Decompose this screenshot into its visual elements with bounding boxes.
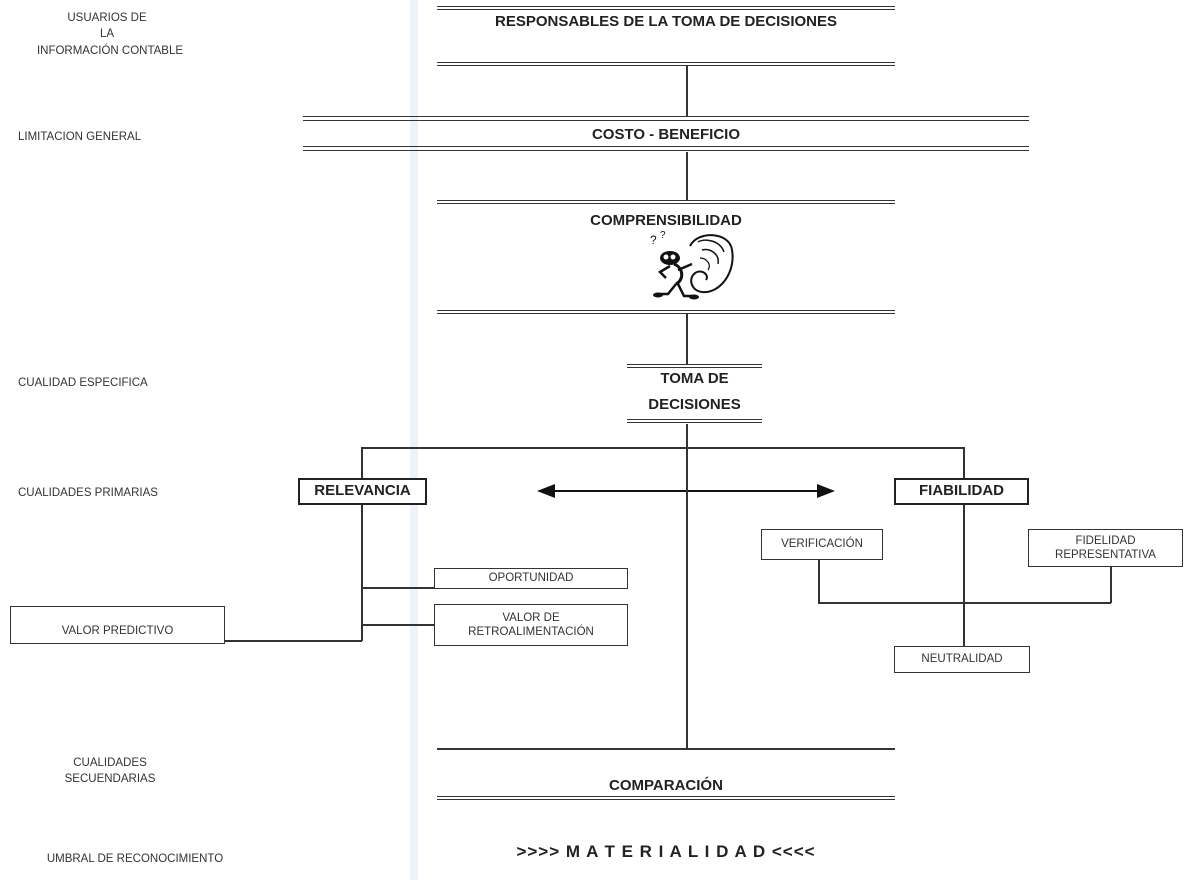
- node-oportunidad: OPORTUNIDAD: [434, 568, 628, 589]
- center-vertical-line: [686, 447, 688, 748]
- responsables-top-rule: [437, 6, 895, 10]
- connector-branch-relevancia: [361, 447, 363, 478]
- node-materialidad: >>>> M A T E R I A L I D A D <<<<: [516, 842, 816, 861]
- node-relevancia: RELEVANCIA: [298, 478, 427, 505]
- side-label-usuarios: USUARIOS DE LA: [67, 12, 147, 40]
- node-fiabilidad: FIABILIDAD: [894, 478, 1029, 505]
- svg-text:?: ?: [660, 230, 666, 241]
- side-label-secuendarias: SECUENDARIAS: [64, 773, 156, 785]
- side-label-umbral: UMBRAL DE RECONOCIMIENTO: [46, 853, 224, 865]
- node-toma-line2: DECISIONES: [648, 396, 741, 413]
- costo-top-rule: [303, 116, 1029, 121]
- node-neutralidad: NEUTRALIDAD: [894, 646, 1030, 673]
- valor-ret-line1: VALOR DE: [502, 611, 560, 624]
- verificacion-drop-line: [818, 560, 820, 603]
- responsables-bottom-rule: [437, 62, 895, 66]
- node-comparacion: COMPARACIÓN: [609, 777, 723, 794]
- fiabilidad-vertical-line: [963, 505, 965, 647]
- side-label-informacion: INFORMACIÓN CONTABLE: [36, 45, 184, 57]
- costo-bottom-rule: [303, 146, 1029, 151]
- fidelidad-drop-line: [1110, 567, 1112, 603]
- node-valor-retroalimentacion: VALOR DE RETROALIMENTACIÓN: [434, 604, 628, 646]
- valor-ret-line2: RETROALIMENTACIÓN: [468, 626, 594, 638]
- node-toma-line1: TOMA DE: [660, 370, 729, 387]
- toma-bottom-rule: [627, 419, 762, 423]
- node-costo-beneficio: COSTO - BENEFICIO: [591, 126, 741, 143]
- connector-oportunidad: [361, 587, 434, 589]
- node-fidelidad-representativa: FIDELIDAD REPRESENTATIVA: [1028, 529, 1183, 567]
- connector-costo-comprensibilidad: [686, 152, 688, 200]
- relevancia-vertical-line: [361, 505, 363, 641]
- node-valor-predictivo: VALOR PREDICTIVO: [10, 606, 225, 644]
- comparacion-top-rule: [437, 748, 895, 750]
- side-label-cualidad-especifica: CUALIDAD ESPECIFICA: [18, 377, 148, 389]
- connector-toma-branch: [686, 424, 688, 447]
- comparacion-bottom-rule: [437, 796, 895, 800]
- scan-strip: [410, 0, 418, 880]
- comprensibilidad-top-rule: [437, 200, 895, 204]
- connector-comprensibilidad-toma: [686, 314, 688, 364]
- fidelidad-line2: REPRESENTATIVA: [1055, 549, 1156, 561]
- connector-valor-retro: [361, 624, 434, 626]
- toma-top-rule: [627, 364, 762, 368]
- connector-valor-predictivo: [224, 640, 362, 642]
- comprensibilidad-bottom-rule: [437, 310, 895, 314]
- svg-text:?: ?: [650, 233, 657, 247]
- side-label-cualidades: CUALIDADES: [73, 757, 147, 769]
- node-responsables: RESPONSABLES DE LA TOMA DE DECISIONES: [495, 13, 837, 30]
- node-comprensibilidad: COMPRENSIBILIDAD: [590, 212, 742, 229]
- node-verificacion: VERIFICACIÓN: [761, 529, 883, 560]
- confused-figure-icon: ? ?: [650, 230, 734, 300]
- connector-responsables-costo: [686, 66, 688, 116]
- side-label-limitacion: LIMITACION GENERAL: [18, 131, 142, 143]
- fidelidad-line1: FIDELIDAD: [1075, 534, 1136, 547]
- verificacion-fidelidad-link: [818, 602, 1111, 604]
- branch-horizontal-line: [361, 447, 965, 449]
- connector-branch-fiabilidad: [963, 447, 965, 478]
- side-label-cualidades-primarias: CUALIDADES PRIMARIAS: [18, 487, 158, 499]
